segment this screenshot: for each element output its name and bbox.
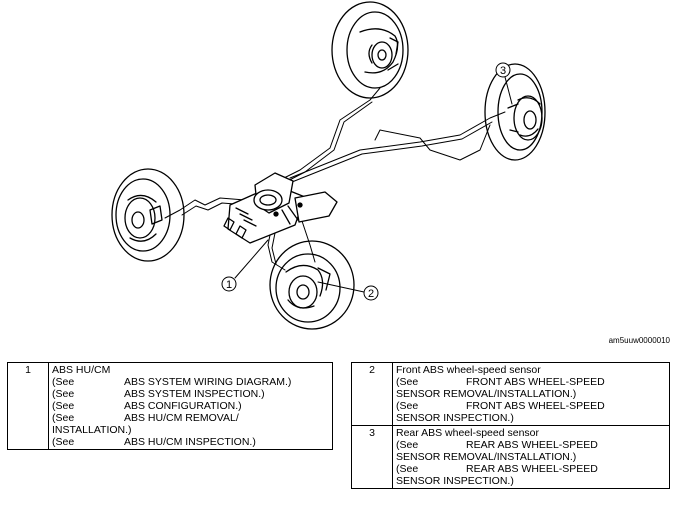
see-prefix: (See — [52, 436, 75, 448]
legend-number: 2 — [351, 362, 393, 426]
reference-link-continued[interactable]: SENSOR REMOVAL/INSTALLATION.) — [396, 451, 577, 463]
reference-link[interactable]: FRONT ABS WHEEL-SPEED — [466, 400, 605, 412]
reference-link[interactable]: FRONT ABS WHEEL-SPEED — [466, 376, 605, 388]
see-prefix: (See — [52, 376, 75, 388]
wheel-front-right — [331, 1, 409, 99]
legend-title: ABS HU/CM — [52, 364, 111, 376]
abs-hu-cm-unit — [223, 172, 338, 244]
legend-title: Rear ABS wheel-speed sensor — [396, 427, 539, 439]
callout-1: 1 — [221, 276, 237, 292]
wheel-rear-right — [484, 63, 546, 161]
abs-system-diagram: 1 2 3 — [111, 1, 546, 330]
callout-leaders — [234, 76, 513, 293]
see-prefix: (See — [52, 388, 75, 400]
legend-row-1: 1 ABS HU/CM (See ABS SYSTEM WIRING DIAGRA… — [7, 362, 333, 450]
legend-number: 1 — [7, 362, 49, 450]
svg-text:3: 3 — [500, 65, 506, 77]
wheel-rear-left — [111, 168, 185, 262]
reference-link-continued[interactable]: SENSOR INSPECTION.) — [396, 412, 514, 424]
see-prefix: (See — [396, 439, 419, 451]
see-prefix: (See — [396, 463, 419, 475]
reference-link-continued[interactable]: INSTALLATION.) — [52, 424, 132, 436]
reference-link-continued[interactable]: SENSOR REMOVAL/INSTALLATION.) — [396, 388, 577, 400]
see-prefix: (See — [52, 400, 75, 412]
legend-number: 3 — [351, 425, 393, 489]
reference-link[interactable]: REAR ABS WHEEL-SPEED — [466, 439, 598, 451]
reference-link[interactable]: ABS SYSTEM INSPECTION.) — [124, 388, 265, 400]
callout-2: 2 — [363, 285, 379, 301]
reference-link-continued[interactable]: SENSOR INSPECTION.) — [396, 475, 514, 487]
reference-link[interactable]: ABS HU/CM REMOVAL/ — [124, 412, 239, 424]
wheel-front-left — [269, 240, 355, 330]
see-prefix: (See — [396, 376, 419, 388]
reference-link[interactable]: ABS HU/CM INSPECTION.) — [124, 436, 256, 448]
reference-link[interactable]: ABS CONFIGURATION.) — [124, 400, 242, 412]
reference-link[interactable]: ABS SYSTEM WIRING DIAGRAM.) — [124, 376, 292, 388]
figure-id: am5uuw0000010 — [608, 336, 670, 345]
legend-title: Front ABS wheel-speed sensor — [396, 364, 541, 376]
brake-lines — [164, 87, 506, 271]
reference-link[interactable]: REAR ABS WHEEL-SPEED — [466, 463, 598, 475]
legend-table-1: 1 ABS HU/CM (See ABS SYSTEM WIRING DIAGRA… — [7, 362, 333, 450]
legend-description: ABS HU/CM (See ABS SYSTEM WIRING DIAGRAM.… — [48, 362, 333, 450]
see-prefix: (See — [52, 412, 75, 424]
see-prefix: (See — [396, 400, 419, 412]
svg-text:2: 2 — [368, 288, 374, 300]
svg-text:1: 1 — [226, 279, 232, 291]
callout-3: 3 — [495, 62, 511, 78]
